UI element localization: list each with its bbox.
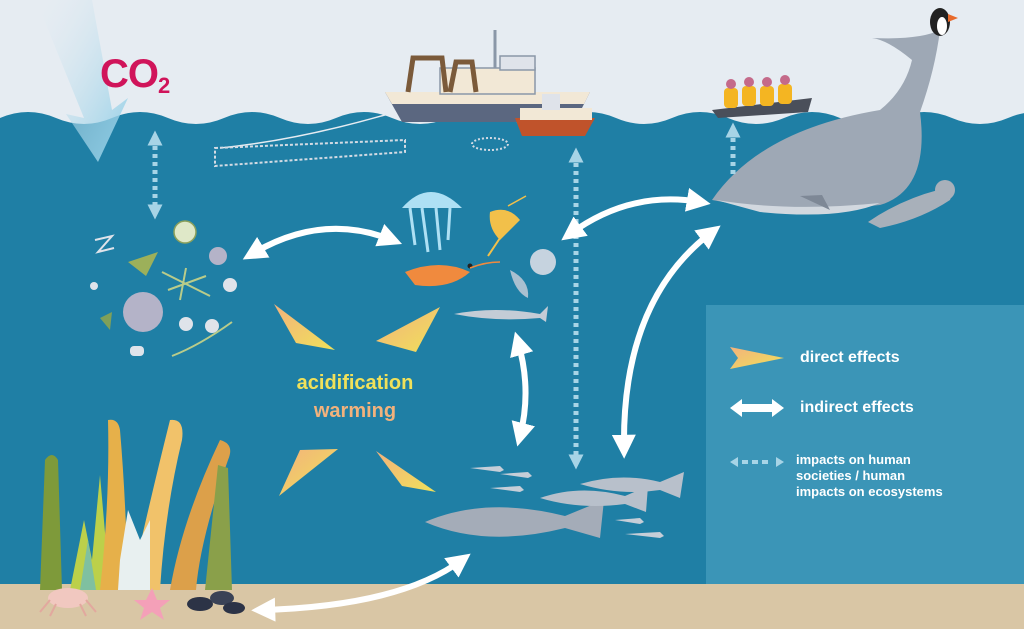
- acidification-label: acidification: [296, 372, 414, 394]
- small-boat-icon: [515, 94, 595, 136]
- legend-direct: direct effects: [728, 345, 900, 371]
- co2-label: CO2: [100, 52, 170, 99]
- pteropod-icon: [510, 249, 556, 298]
- indirect-effect-arrows: [242, 187, 721, 622]
- shrimp-icon: [405, 261, 501, 287]
- direct-arrow-seaweed: [279, 449, 338, 496]
- crab-icon: [39, 588, 97, 617]
- co2-subscript: 2: [158, 73, 170, 98]
- mussel-icon: [187, 591, 245, 614]
- legend-indirect-text: indirect effects: [800, 399, 914, 416]
- human-impact-icon: [730, 457, 784, 467]
- plankton-icon: [90, 220, 237, 357]
- legend-indirect: indirect effects: [728, 395, 914, 421]
- warming-label: warming: [313, 400, 397, 422]
- legend: direct effects indirect effects impacts …: [706, 305, 1024, 584]
- indirect-arrow-plankton-zooplankton: [242, 223, 403, 260]
- jellyfish-icon: [402, 192, 462, 253]
- direct-effect-arrows: [274, 304, 440, 496]
- small-fish-icon: [454, 306, 548, 322]
- indirect-effect-icon: [730, 399, 784, 417]
- direct-arrow-plankton: [274, 304, 335, 350]
- herring-school-icon: [425, 466, 684, 538]
- krill-icon: [487, 195, 527, 257]
- direct-arrow-zooplankton: [376, 307, 440, 352]
- puffin-icon: [930, 8, 958, 36]
- seabed: [0, 584, 1024, 629]
- fishing-net-icon: [214, 111, 509, 168]
- legend-human-text: impacts on human societies / human impac…: [796, 452, 943, 499]
- legend-human: impacts on human societies / human impac…: [728, 452, 943, 500]
- seaweed-icon: [40, 419, 232, 590]
- direct-arrow-fish: [376, 451, 436, 492]
- indirect-arrow-benthos-fish: [251, 553, 471, 622]
- seal-icon: [868, 180, 955, 228]
- indirect-arrow-zooplankton-fish: [510, 331, 535, 447]
- indirect-arrow-fish-whale: [611, 225, 721, 459]
- direct-effect-icon: [730, 347, 784, 369]
- legend-direct-text: direct effects: [800, 349, 900, 366]
- tourist-raft-icon: [712, 75, 812, 118]
- co2-arrow-icon: [36, 0, 128, 162]
- starfish-icon: [134, 588, 170, 620]
- indirect-arrow-zooplankton-whale: [561, 187, 711, 241]
- co2-main: CO: [100, 52, 159, 96]
- whale-icon: [712, 30, 940, 215]
